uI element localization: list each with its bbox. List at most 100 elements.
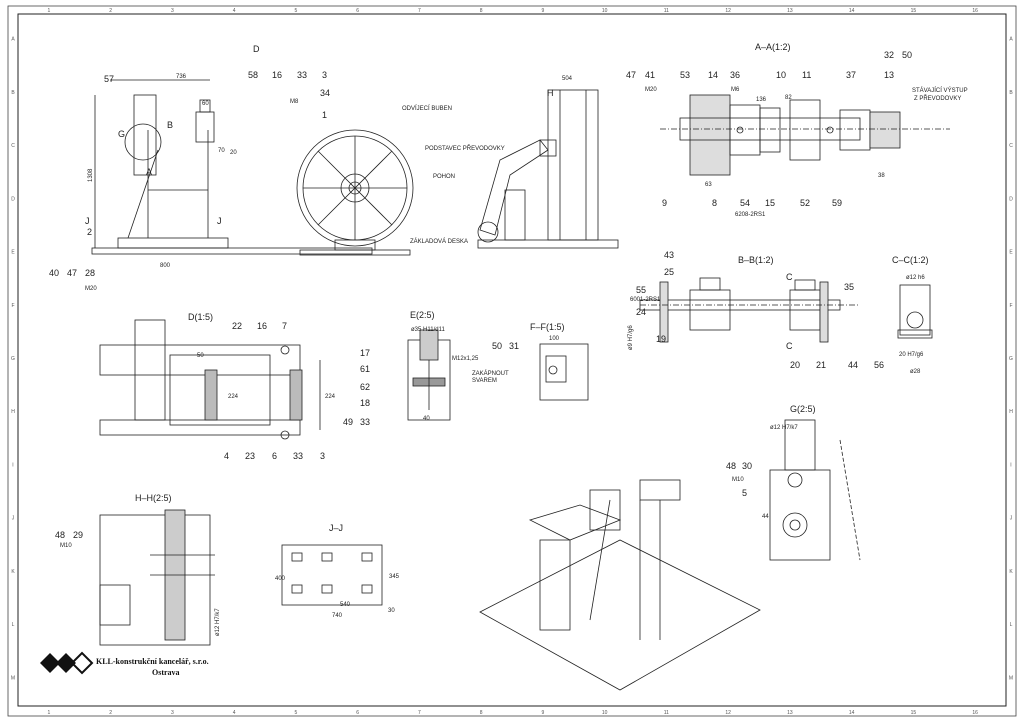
zone-label-K-right: K bbox=[1009, 569, 1013, 575]
part-28: 28 bbox=[85, 268, 95, 278]
dim-504: 504 bbox=[562, 76, 573, 82]
zone-label-7-top: 7 bbox=[418, 8, 421, 14]
dim-736: 736 bbox=[176, 74, 187, 80]
zone-label-2-bottom: 2 bbox=[109, 710, 112, 716]
dim-20: 20 bbox=[230, 150, 237, 156]
view-ff-title: F–F(1:5) bbox=[530, 322, 565, 332]
dim-m10-g: M10 bbox=[732, 477, 744, 483]
dim-d28: ø28 bbox=[910, 369, 921, 375]
view-jj bbox=[281, 544, 383, 606]
zone-label-10-bottom: 10 bbox=[602, 710, 608, 716]
company-logo bbox=[40, 651, 94, 675]
zone-label-L-right: L bbox=[1010, 622, 1013, 628]
part-e-18: 18 bbox=[360, 398, 370, 408]
zone-label-10-top: 10 bbox=[602, 8, 608, 14]
zone-label-14-top: 14 bbox=[849, 8, 855, 14]
zone-label-5-bottom: 5 bbox=[294, 710, 297, 716]
note-gearbox-base: PODSTAVEC PŘEVODOVKY bbox=[425, 144, 505, 152]
dim-m20-aa: M20 bbox=[645, 87, 657, 93]
dim-30: 30 bbox=[388, 608, 395, 614]
dim-70: 70 bbox=[218, 148, 225, 154]
fit-h9-bb: ø9 H7/g6 bbox=[628, 325, 634, 350]
dim-63: 63 bbox=[705, 182, 712, 188]
part-d-6: 6 bbox=[272, 451, 277, 461]
dim-540: 540 bbox=[340, 602, 351, 608]
cut-j-right: J bbox=[217, 216, 222, 226]
part-bb-25: 25 bbox=[664, 267, 674, 277]
part-aa-14: 14 bbox=[708, 70, 718, 80]
part-f-31: 31 bbox=[509, 341, 519, 351]
zone-label-M-right: M bbox=[1009, 675, 1013, 681]
section-aa bbox=[660, 94, 950, 176]
part-40: 40 bbox=[49, 268, 59, 278]
part-47: 47 bbox=[67, 268, 77, 278]
unwinding-drum bbox=[296, 129, 414, 256]
company-name: KLL-konstrukční kancelář, s.r.o. bbox=[96, 657, 209, 666]
view-g-title: G(2:5) bbox=[790, 404, 816, 414]
part-34: 34 bbox=[320, 88, 330, 98]
zone-label-K-left: K bbox=[11, 569, 15, 575]
zone-label-C-left: C bbox=[11, 143, 15, 149]
zone-label-3-bottom: 3 bbox=[171, 710, 174, 716]
part-aa-53: 53 bbox=[680, 70, 690, 80]
part-e-49: 49 bbox=[343, 417, 353, 427]
zone-label-H-right: H bbox=[1009, 409, 1013, 415]
part-d-16: 16 bbox=[257, 321, 267, 331]
view-bb-title: B–B(1:2) bbox=[738, 255, 774, 265]
zone-label-8-bottom: 8 bbox=[480, 710, 483, 716]
view-d bbox=[99, 319, 321, 440]
cut-h: H bbox=[547, 88, 554, 98]
part-bb-21: 21 bbox=[816, 360, 826, 370]
part-aa-36: 36 bbox=[730, 70, 740, 80]
zone-label-E-right: E bbox=[1009, 250, 1013, 256]
dim-100: 100 bbox=[549, 336, 560, 342]
isometric-view bbox=[479, 479, 761, 691]
part-aa-13: 13 bbox=[884, 70, 894, 80]
note-drive: POHON bbox=[433, 174, 455, 180]
part-aa-54: 54 bbox=[740, 198, 750, 208]
zone-label-H-left: H bbox=[11, 409, 15, 415]
view-hh bbox=[99, 509, 215, 646]
zone-label-1-top: 1 bbox=[47, 8, 50, 14]
text-labels: D A–A(1:2) B–B(1:2) C–C(1:2) D(1:5) E(2:… bbox=[49, 42, 968, 636]
zone-label-M-left: M bbox=[11, 675, 15, 681]
zone-label-I-right: I bbox=[1010, 462, 1011, 468]
part-58: 58 bbox=[248, 70, 258, 80]
part-e-17: 17 bbox=[360, 348, 370, 358]
zone-label-16-top: 16 bbox=[972, 8, 978, 14]
zone-label-8-top: 8 bbox=[480, 8, 483, 14]
part-33: 33 bbox=[297, 70, 307, 80]
outer-frame bbox=[7, 5, 1017, 717]
part-bb-20: 20 bbox=[790, 360, 800, 370]
zone-label-A-left: A bbox=[11, 37, 15, 43]
dim-224-right: 224 bbox=[325, 394, 336, 400]
zone-label-11-bottom: 11 bbox=[664, 710, 669, 716]
zone-label-G-right: G bbox=[1009, 356, 1013, 362]
part-d-33: 33 bbox=[293, 451, 303, 461]
zone-label-12-top: 12 bbox=[725, 8, 731, 14]
view-d-arrow: D bbox=[253, 44, 260, 54]
dim-345: 345 bbox=[389, 574, 400, 580]
zone-label-16-bottom: 16 bbox=[972, 710, 978, 716]
note-from-gearbox: Z PŘEVODOVKY bbox=[914, 94, 961, 102]
zone-markers-top: 1122334455667788991010111112121313141415… bbox=[47, 8, 978, 716]
part-bb-24: 24 bbox=[636, 307, 646, 317]
section-cc bbox=[897, 284, 933, 339]
part-16: 16 bbox=[272, 70, 282, 80]
zone-label-13-top: 13 bbox=[787, 8, 793, 14]
part-aa-47: 47 bbox=[626, 70, 636, 80]
dim-740: 740 bbox=[332, 613, 343, 619]
zone-label-F-left: F bbox=[11, 303, 14, 309]
part-f-50: 50 bbox=[492, 341, 502, 351]
zone-label-12-bottom: 12 bbox=[725, 710, 731, 716]
bearing-6001: 6001-2RS1 bbox=[630, 297, 661, 303]
part-d-23: 23 bbox=[245, 451, 255, 461]
dim-400: 400 bbox=[275, 576, 286, 582]
zone-label-7-bottom: 7 bbox=[418, 710, 421, 716]
dim-m12: M12x1,25 bbox=[452, 356, 479, 362]
zone-label-15-bottom: 15 bbox=[911, 710, 917, 716]
detail-g: G bbox=[118, 129, 125, 139]
part-aa-15: 15 bbox=[765, 198, 775, 208]
part-aa-9: 9 bbox=[662, 198, 667, 208]
